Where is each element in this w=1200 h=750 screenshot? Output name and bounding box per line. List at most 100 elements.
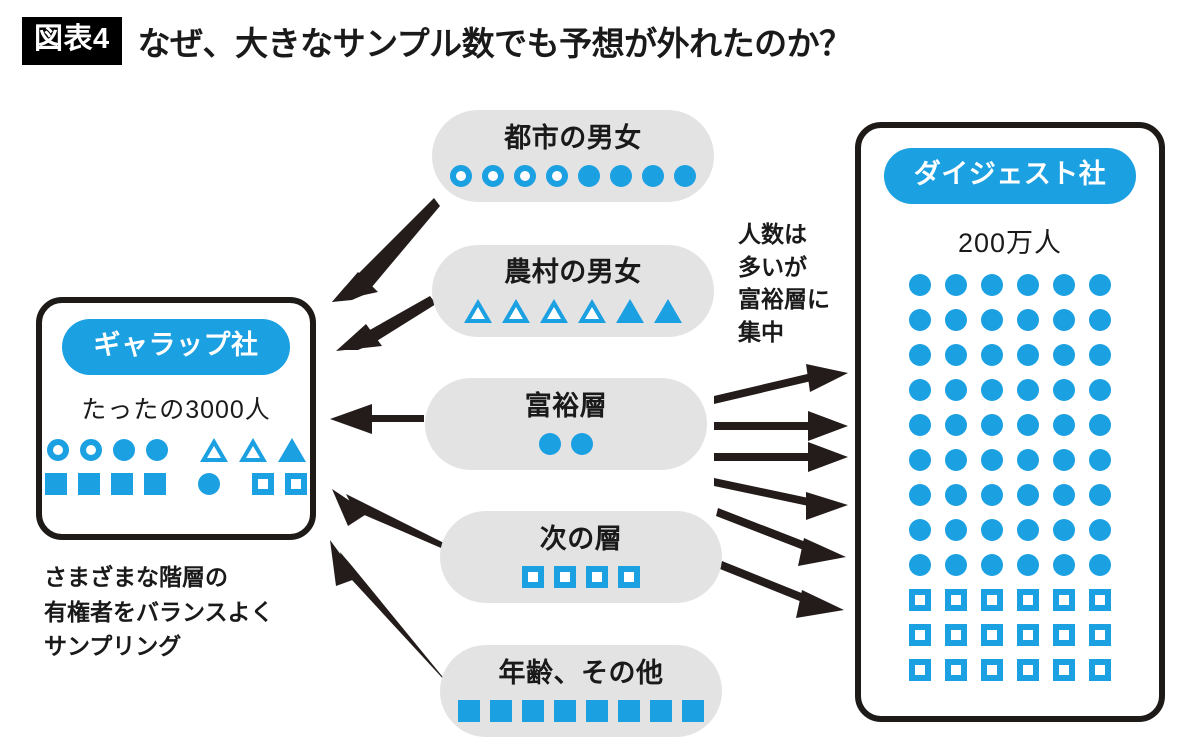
circle-hollow-icon bbox=[79, 439, 102, 461]
note-line: 富裕層に bbox=[738, 286, 830, 313]
triangle-hollow-icon bbox=[238, 438, 267, 462]
icon-row bbox=[909, 554, 1111, 576]
arrow-rural-to-gallup bbox=[336, 296, 436, 351]
circle-filled-icon bbox=[909, 274, 931, 296]
category-pill-age-other: 年齢、その他 bbox=[440, 645, 722, 737]
icon-row bbox=[909, 659, 1111, 681]
category-label: 次の層 bbox=[539, 524, 623, 554]
circle-filled-icon bbox=[909, 414, 931, 436]
digest-name-pill: ダイジェスト社 bbox=[884, 148, 1136, 204]
square-hollow-icon bbox=[909, 659, 931, 681]
triangle-hollow-icon bbox=[502, 299, 530, 323]
square-hollow-icon bbox=[1053, 624, 1075, 646]
circle-filled-icon bbox=[1089, 449, 1111, 471]
circle-filled-icon bbox=[642, 165, 664, 187]
circle-filled-icon bbox=[909, 344, 931, 366]
circle-filled-icon bbox=[945, 414, 967, 436]
square-filled-icon bbox=[45, 473, 67, 495]
gallup-caption: さまざまな階層の有権者をバランスよくサンプリング bbox=[44, 560, 344, 664]
category-icons bbox=[458, 700, 704, 722]
circle-filled-icon bbox=[1017, 274, 1039, 296]
circle-filled-icon bbox=[198, 473, 220, 495]
circle-filled-icon bbox=[112, 439, 135, 461]
circle-filled-icon bbox=[1089, 519, 1111, 541]
circle-filled-icon bbox=[1053, 449, 1075, 471]
square-filled-icon bbox=[111, 473, 133, 495]
icon-spacer bbox=[177, 484, 187, 485]
square-hollow-icon bbox=[1089, 589, 1111, 611]
circle-filled-icon bbox=[909, 484, 931, 506]
circle-filled-icon bbox=[1053, 379, 1075, 401]
circle-filled-icon bbox=[674, 165, 696, 187]
icon-row bbox=[909, 274, 1111, 296]
circle-filled-icon bbox=[1017, 309, 1039, 331]
square-hollow-icon bbox=[1017, 589, 1039, 611]
gallup-name-pill: ギャラップ社 bbox=[62, 319, 290, 375]
triangle-hollow-icon bbox=[578, 299, 606, 323]
digest-card: ダイジェスト社 200万人 bbox=[855, 122, 1165, 722]
square-hollow-icon bbox=[1053, 589, 1075, 611]
square-hollow-icon bbox=[252, 473, 274, 495]
arrow-wealthy-to-digest-2 bbox=[714, 411, 848, 441]
square-filled-icon bbox=[144, 473, 166, 495]
category-icons bbox=[450, 165, 696, 187]
circle-filled-icon bbox=[1089, 274, 1111, 296]
circle-hollow-icon bbox=[514, 165, 536, 187]
gallup-sample-count: たったの3000人 bbox=[81, 396, 271, 424]
square-hollow-icon bbox=[1053, 659, 1075, 681]
square-hollow-icon bbox=[981, 659, 1003, 681]
square-hollow-icon bbox=[945, 589, 967, 611]
circle-filled-icon bbox=[909, 449, 931, 471]
circle-filled-icon bbox=[945, 484, 967, 506]
figure-number-badge: 図表4 bbox=[22, 17, 122, 65]
square-filled-icon bbox=[78, 473, 100, 495]
square-hollow-icon bbox=[1017, 659, 1039, 681]
circle-filled-icon bbox=[909, 519, 931, 541]
circle-filled-icon bbox=[981, 414, 1003, 436]
circle-filled-icon bbox=[571, 433, 593, 455]
note-line: サンプリング bbox=[44, 633, 182, 659]
circle-filled-icon bbox=[578, 165, 600, 187]
icon-row bbox=[909, 309, 1111, 331]
arrow-next-to-gallup bbox=[332, 489, 448, 551]
circle-filled-icon bbox=[1017, 414, 1039, 436]
circle-hollow-icon bbox=[546, 165, 568, 187]
circle-filled-icon bbox=[981, 379, 1003, 401]
note-line: 有権者をバランスよく bbox=[44, 598, 274, 625]
circle-filled-icon bbox=[1053, 309, 1075, 331]
icon-row bbox=[909, 414, 1111, 436]
note-line: 多いが bbox=[738, 253, 807, 280]
digest-icon-grid bbox=[909, 274, 1111, 681]
icon-row bbox=[909, 519, 1111, 541]
circle-filled-icon bbox=[1053, 554, 1075, 576]
triangle-filled-icon bbox=[616, 299, 644, 323]
circle-hollow-icon bbox=[482, 165, 504, 187]
square-hollow-icon bbox=[618, 566, 640, 588]
square-filled-icon bbox=[490, 700, 512, 722]
square-filled-icon bbox=[650, 700, 672, 722]
category-icons bbox=[464, 299, 682, 323]
circle-filled-icon bbox=[909, 309, 931, 331]
circle-filled-icon bbox=[909, 554, 931, 576]
category-label: 年齢、その他 bbox=[498, 658, 664, 688]
icon-row bbox=[909, 624, 1111, 646]
arrow-next-to-digest-3 bbox=[720, 561, 844, 618]
icon-row bbox=[45, 438, 307, 462]
circle-hollow-icon bbox=[450, 165, 472, 187]
circle-filled-icon bbox=[539, 433, 561, 455]
square-hollow-icon bbox=[981, 624, 1003, 646]
category-label: 都市の男女 bbox=[504, 123, 642, 153]
category-label: 農村の男女 bbox=[504, 257, 642, 287]
circle-filled-icon bbox=[945, 344, 967, 366]
circle-filled-icon bbox=[1089, 309, 1111, 331]
circle-filled-icon bbox=[1089, 414, 1111, 436]
digest-sample-count: 200万人 bbox=[957, 228, 1063, 258]
category-pill-rural: 農村の男女 bbox=[432, 245, 714, 337]
circle-filled-icon bbox=[909, 379, 931, 401]
circle-filled-icon bbox=[610, 165, 632, 187]
circle-filled-icon bbox=[945, 379, 967, 401]
square-filled-icon bbox=[458, 700, 480, 722]
circle-filled-icon bbox=[981, 274, 1003, 296]
square-hollow-icon bbox=[285, 473, 307, 495]
circle-filled-icon bbox=[1017, 379, 1039, 401]
